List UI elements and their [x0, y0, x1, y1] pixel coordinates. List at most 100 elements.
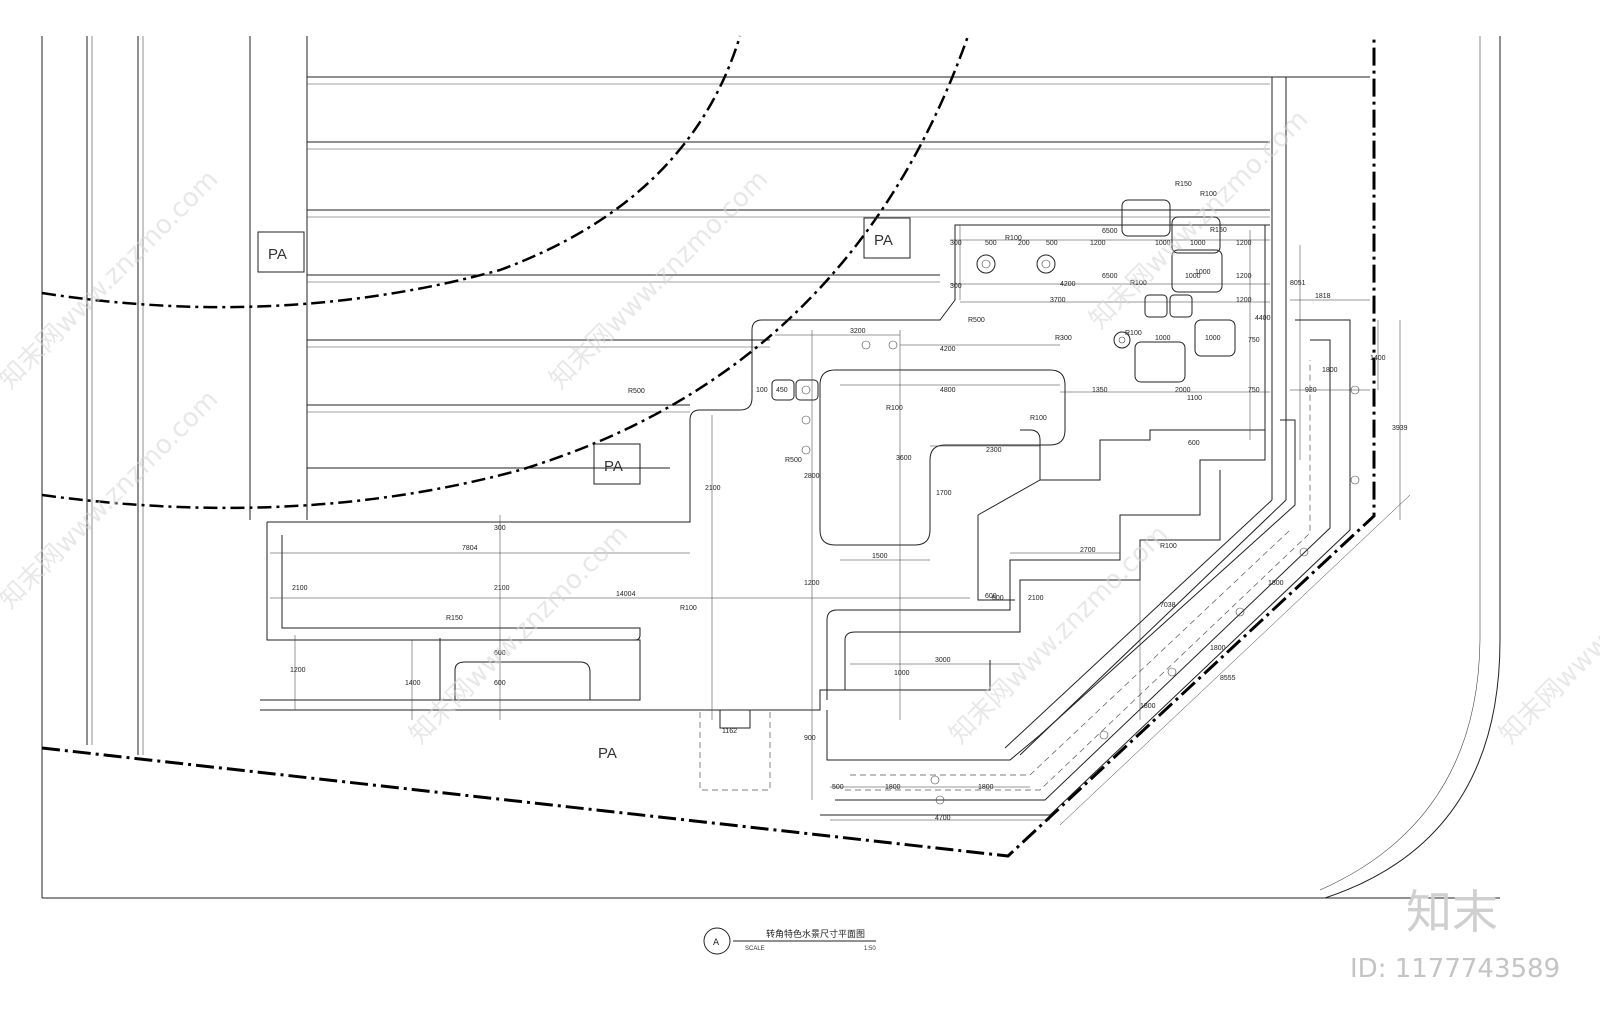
dim-label: 1500 [872, 553, 888, 560]
dim-label: 1818 [1315, 293, 1331, 300]
radius-label: R100 [680, 605, 697, 612]
dim-label: 1000 [1195, 269, 1211, 276]
dimension-labels: 300 500 200 500 1200 6500 1000 1000 1200… [290, 181, 1408, 822]
dim-label: 2100 [705, 485, 721, 492]
dim-label: 1700 [936, 490, 952, 497]
dim-label: 900 [804, 735, 816, 742]
title-marker: A [713, 938, 720, 948]
dim-label: 2000 [1175, 387, 1191, 394]
parking-label: PA [268, 246, 287, 263]
dim-label: 600 [985, 593, 997, 600]
dim-label: 4800 [940, 387, 956, 394]
dim-label: 1200 [1236, 273, 1252, 280]
parking-markers: PA PA PA PA [257, 217, 911, 762]
dim-label: 1200 [1090, 240, 1106, 247]
dim-label: 6500 [1102, 273, 1118, 280]
dim-label: 7804 [462, 545, 478, 552]
dim-label: 1200 [1236, 297, 1252, 304]
dim-label: 500 [832, 784, 844, 791]
dim-label: 4400 [1255, 315, 1271, 322]
dim-label: 3700 [1050, 297, 1066, 304]
dim-label: 8051 [1290, 280, 1306, 287]
dim-label: 300 [494, 525, 506, 532]
watermark-text: 知末网www.znzmo.com [0, 384, 224, 615]
dim-label: 2300 [986, 447, 1002, 454]
dim-label: 1000 [1155, 240, 1171, 247]
radius-label: R150 [1210, 227, 1227, 234]
dim-label: 2700 [1080, 547, 1096, 554]
dim-label: 1800 [1210, 645, 1226, 652]
watermark-text: 知末网www.znzmo.com [1084, 104, 1315, 335]
dim-label: 100 [756, 387, 768, 394]
drawing-title: 转角特色水景尺寸平面图 [766, 928, 865, 940]
radius-label: R100 [1005, 235, 1022, 242]
parking-box [863, 217, 911, 259]
dim-label: 450 [776, 387, 788, 394]
fountain-nozzles [801, 254, 1360, 805]
parking-box [593, 443, 641, 485]
dim-label: 1100 [1187, 395, 1202, 402]
watermark-text: 知末网www.znzmo.com [0, 164, 224, 395]
water-feature-outline [260, 224, 1351, 816]
dim-label: 500 [1046, 240, 1058, 247]
parking-label: PA [604, 458, 623, 475]
dim-label: 14004 [616, 591, 636, 598]
dim-label: 8555 [1220, 675, 1236, 682]
dim-label: 1400 [405, 680, 421, 687]
dim-label: 1800 [978, 784, 994, 791]
dim-label: 1162 [722, 728, 737, 735]
watermark-text: 知末网www.znzmo.com [1494, 519, 1600, 750]
dim-label: 1800 [1140, 703, 1156, 710]
scale-value: 1:50 [864, 946, 876, 952]
radius-label: R150 [1175, 181, 1192, 188]
dim-label: 1000 [1185, 273, 1201, 280]
title-marker-circle [703, 927, 731, 955]
dim-label: 4200 [1060, 281, 1076, 288]
dim-label: 3200 [850, 328, 866, 335]
sheet-frame [41, 36, 1501, 899]
dim-label: 6500 [1102, 228, 1118, 235]
dim-label: 7038 [1160, 602, 1176, 609]
watermark-text: 知末网www.znzmo.com [404, 519, 635, 750]
parking-box [257, 231, 305, 273]
brand-logo: 知末 [1406, 885, 1498, 939]
dim-label: 1200 [1236, 240, 1252, 247]
watermark-text: 知末网www.znzmo.com [544, 164, 775, 395]
dim-label: 3939 [1392, 425, 1408, 432]
dim-label: 2100 [494, 585, 510, 592]
dim-label: 1000 [894, 670, 910, 677]
dim-label: 2100 [292, 585, 308, 592]
radius-label: R100 [1125, 330, 1142, 337]
dim-label: 1800 [1322, 367, 1338, 374]
dim-label: 1400 [1370, 355, 1386, 362]
radius-label: R100 [1030, 415, 1047, 422]
dim-label: 600 [494, 680, 506, 687]
dim-label: 750 [1248, 387, 1260, 394]
image-id: ID: 1177743589 [1350, 954, 1560, 984]
dim-label: 3000 [935, 657, 951, 664]
parking-label: PA [598, 745, 617, 762]
radius-label: R150 [446, 615, 463, 622]
radius-label: R500 [968, 317, 985, 324]
scale-label: SCALE [745, 946, 765, 952]
dim-label: 1200 [804, 580, 820, 587]
central-pool [819, 369, 1066, 546]
dim-label: 1800 [1268, 580, 1284, 587]
dimension-lines [270, 225, 1411, 826]
dim-label: 920 [1305, 387, 1317, 394]
dim-label: 600 [494, 650, 506, 657]
dim-label: 300 [950, 240, 962, 247]
dim-label: 300 [950, 283, 962, 290]
dim-label: 1000 [1155, 335, 1171, 342]
dim-label: 1000 [1190, 240, 1206, 247]
dim-label: 4700 [935, 815, 951, 822]
dim-label: 1000 [1205, 335, 1221, 342]
brand-corner: 知末 ID: 1177743589 [1350, 885, 1560, 984]
radius-label: R300 [1055, 335, 1072, 342]
dim-label: 1200 [290, 667, 306, 674]
parking-stripes [307, 76, 1370, 469]
dim-label: 3600 [896, 455, 912, 462]
stepping-blocks [699, 199, 1236, 791]
watermarks: 知末网www.znzmo.com 知末网www.znzmo.com 知末网www… [0, 104, 1600, 750]
